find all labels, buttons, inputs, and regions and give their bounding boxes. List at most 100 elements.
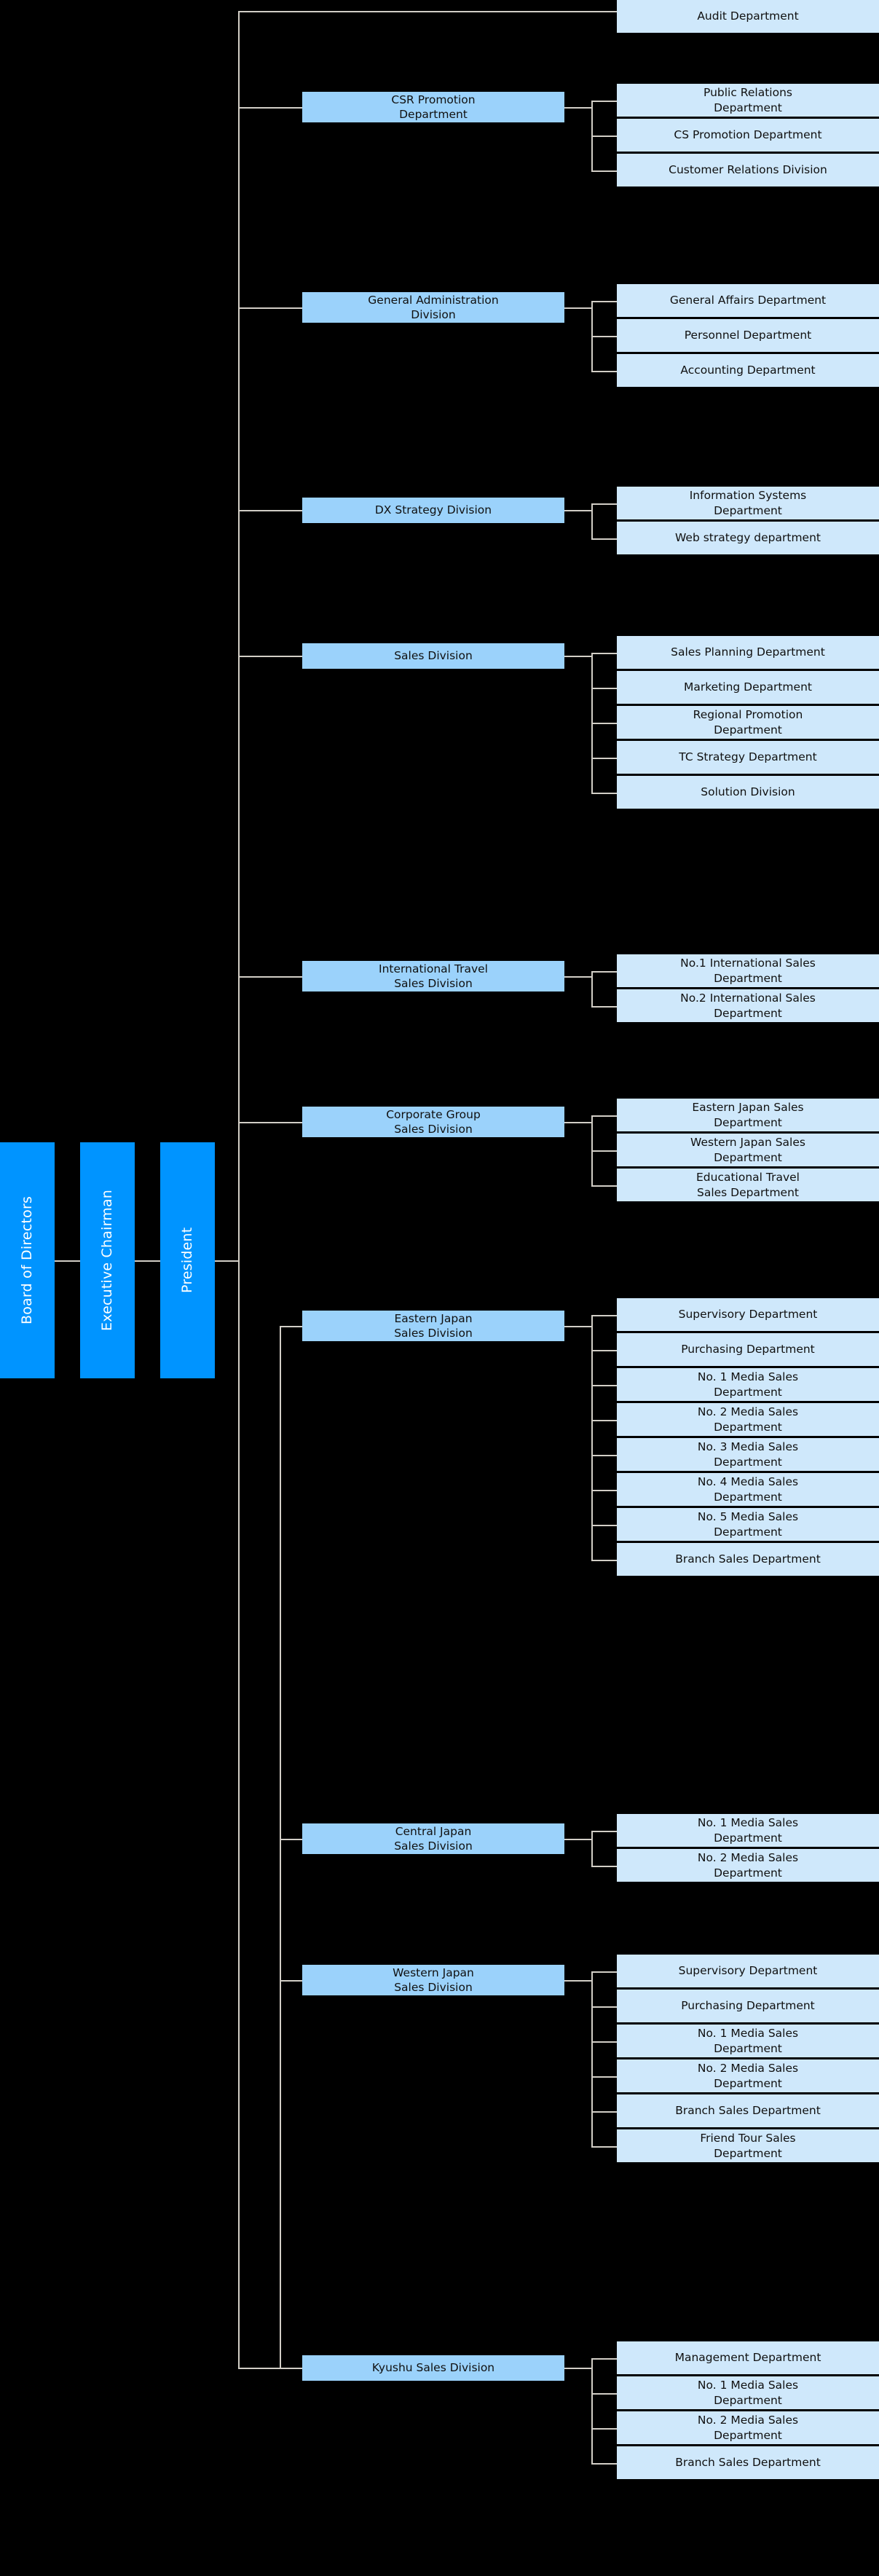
executive-box-board-of-directors[interactable]: Board of Directors (0, 1142, 55, 1378)
connector-trunk-to-central-japan-sales-division (280, 1839, 302, 1840)
connector-child-stub (591, 1115, 617, 1117)
connector-child-stub (591, 170, 617, 172)
regional-trunk-line (280, 1326, 281, 2368)
connector-child-stub (591, 2357, 617, 2360)
children-spine-eastern-japan-sales-division (591, 1314, 593, 1560)
children-spine-international-travel-sales-division (591, 970, 593, 1006)
department-box-personnel-department[interactable]: Personnel Department (617, 319, 879, 352)
connector-trunk-to-csr-promotion-department (238, 107, 302, 109)
main-trunk-line-top (238, 11, 240, 107)
connector-division-to-children-csr-promotion-department (564, 107, 593, 109)
department-box-sales-planning-department[interactable]: Sales Planning Department (617, 636, 879, 669)
department-box-customer-relations-division[interactable]: Customer Relations Division (617, 154, 879, 186)
connector-trunk-to-western-japan-sales-division (280, 1980, 302, 1982)
department-box-tc-strategy-department[interactable]: TC Strategy Department (617, 741, 879, 774)
executive-box-executive-chairman[interactable]: Executive Chairman (80, 1142, 135, 1378)
connector-child-stub (591, 2462, 617, 2465)
children-spine-sales-division (591, 652, 593, 793)
connector-division-to-children-corporate-group-sales-division (564, 1122, 593, 1123)
department-box-branch-sales-department[interactable]: Branch Sales Department (617, 1543, 879, 1576)
connector-child-stub (591, 1349, 617, 1351)
connector-child-stub (591, 2145, 617, 2148)
division-box-kyushu-sales-division[interactable]: Kyushu Sales Division (302, 2355, 564, 2381)
department-box-management-department[interactable]: Management Department (617, 2341, 879, 2374)
connector-child-stub (591, 2392, 617, 2395)
connector-child-stub (591, 757, 617, 759)
connector-child-stub (591, 1005, 617, 1008)
connector-child-stub (591, 1489, 617, 1491)
connector-division-to-children-dx-strategy-division (564, 510, 593, 511)
connector-child-stub (591, 538, 617, 540)
children-spine-csr-promotion-department (591, 100, 593, 170)
children-spine-western-japan-sales-division (591, 1971, 593, 2146)
executive-box-president[interactable]: President (160, 1142, 215, 1378)
children-spine-dx-strategy-division (591, 503, 593, 538)
connector-division-to-children-central-japan-sales-division (564, 1839, 593, 1840)
connector-division-to-children-eastern-japan-sales-division (564, 1326, 593, 1327)
connector-child-stub (591, 1419, 617, 1421)
department-box-solution-division[interactable]: Solution Division (617, 776, 879, 809)
connector-trunk-to-international-travel-sales-division (238, 976, 302, 978)
department-box-purchasing-department[interactable]: Purchasing Department (617, 1990, 879, 2022)
division-box-sales-division[interactable]: Sales Division (302, 643, 564, 669)
connector-child-stub (591, 1559, 617, 1561)
connector-division-to-children-kyushu-sales-division (564, 2368, 593, 2369)
connector-division-to-children-international-travel-sales-division (564, 976, 593, 978)
connector-child-stub (591, 792, 617, 794)
connector-child-stub (591, 1150, 617, 1152)
department-box-cs-promotion-department[interactable]: CS Promotion Department (617, 119, 879, 152)
connector-president-to-trunk (215, 1260, 240, 1262)
connector-trunk-to-general-administration-division (238, 307, 302, 309)
connector-child-stub (591, 2041, 617, 2043)
department-box-general-affairs-department[interactable]: General Affairs Department (617, 284, 879, 317)
department-box-accounting-department[interactable]: Accounting Department (617, 354, 879, 387)
connector-child-stub (591, 687, 617, 689)
connector-child-stub (591, 1314, 617, 1316)
department-box-purchasing-department[interactable]: Purchasing Department (617, 1333, 879, 1366)
department-box-branch-sales-department[interactable]: Branch Sales Department (617, 2094, 879, 2127)
department-box-web-strategy-department[interactable]: Web strategy department (617, 522, 879, 554)
connector-child-stub (591, 1454, 617, 1456)
connector-trunk-to-dx-strategy-division (238, 510, 302, 511)
department-box-branch-sales-department[interactable]: Branch Sales Department (617, 2446, 879, 2479)
department-box-audit-department[interactable]: Audit Department (617, 0, 879, 33)
connector-trunk-to-regional (238, 2368, 281, 2369)
department-box-marketing-department[interactable]: Marketing Department (617, 671, 879, 704)
connector-board-to-chairman (55, 1260, 80, 1262)
department-box-supervisory-department[interactable]: Supervisory Department (617, 1298, 879, 1331)
connector-chairman-to-president (135, 1260, 160, 1262)
division-box-dx-strategy-division[interactable]: DX Strategy Division (302, 498, 564, 523)
connector-child-stub (591, 503, 617, 505)
department-box-supervisory-department[interactable]: Supervisory Department (617, 1955, 879, 1987)
connector-child-stub (591, 1865, 617, 1867)
connector-child-stub (591, 652, 617, 654)
